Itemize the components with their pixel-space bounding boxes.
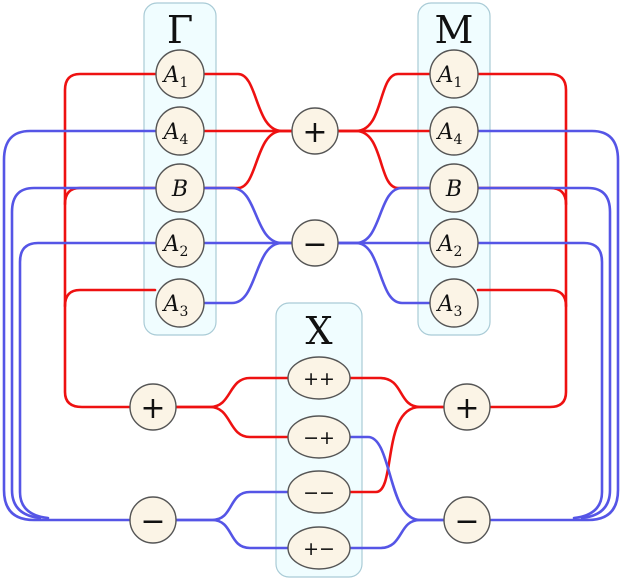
sign-node-left-minus: −	[129, 496, 177, 544]
wire-g-b-left-minus	[10, 186, 157, 520]
svg-text:A1: A1	[162, 63, 189, 91]
gamma-title: Γ	[167, 8, 193, 52]
plus-wires	[63, 72, 568, 494]
svg-text:A3: A3	[162, 292, 189, 320]
wire-top-minus-m-b	[336, 186, 432, 245]
m-title: M	[435, 8, 474, 52]
sign-node-top-plus: +	[291, 107, 339, 155]
m-node-b: B	[429, 163, 479, 213]
wire-g-a4-left-minus	[2, 129, 157, 522]
svg-text:−: −	[140, 504, 165, 539]
svg-text:++: ++	[303, 368, 335, 390]
svg-text:A4: A4	[162, 120, 189, 148]
svg-text:B: B	[171, 177, 188, 202]
x-node-pp: ++	[287, 356, 351, 400]
svg-text:B: B	[445, 177, 462, 202]
m-node-a2: A2	[429, 218, 479, 268]
wire-g-a3-left-plus	[63, 288, 157, 308]
x-node-mm: −−	[287, 470, 351, 514]
wire-g-a2-left-minus	[18, 241, 157, 520]
wire-g-a1-top-plus	[203, 72, 294, 133]
wire-top-plus-m-a1	[334, 72, 432, 133]
svg-text:A2: A2	[162, 232, 189, 260]
sign-node-left-plus: +	[129, 383, 177, 431]
sign-node-top-minus: −	[291, 219, 339, 267]
wire-m-a2-right-minus	[476, 241, 604, 520]
gamma-node-a1: A1	[155, 49, 205, 99]
svg-text:+−: +−	[303, 538, 335, 560]
gamma-node-b: B	[155, 163, 205, 213]
svg-text:−+: −+	[303, 427, 335, 449]
wire-left-plus-x-mp	[174, 405, 290, 439]
wire-m-a3-right-plus	[476, 288, 568, 308]
wire-x-pm-right-minus	[348, 518, 446, 550]
m-node-a1: A1	[429, 49, 479, 99]
wire-g-b-top-minus	[203, 186, 294, 245]
wire-m-a1-right-plus	[476, 72, 568, 409]
svg-text:−: −	[302, 227, 327, 262]
svg-text:A3: A3	[436, 292, 463, 320]
wire-g-b-top-plus	[203, 129, 294, 190]
m-node-a3: A3	[429, 278, 479, 328]
sign-node-right-plus: +	[443, 383, 491, 431]
wire-x-pp-right-plus	[348, 376, 446, 409]
wire-m-b-right-minus	[476, 186, 612, 520]
wire-left-minus-x-mm	[174, 490, 290, 522]
wire-g-a3-top-minus	[203, 241, 294, 305]
wire-g-b-left-plus	[63, 186, 157, 206]
wire-x-mp-right-minus	[348, 435, 446, 522]
svg-text:A2: A2	[436, 232, 463, 260]
wire-g-a1-left-plus	[63, 72, 157, 409]
sign-node-right-minus: −	[443, 496, 491, 544]
x-node-pm: +−	[287, 526, 351, 570]
svg-text:+: +	[140, 391, 165, 426]
svg-text:A1: A1	[436, 63, 463, 91]
wire-top-plus-m-b	[334, 129, 432, 190]
svg-text:+: +	[454, 391, 479, 426]
minus-wires	[2, 129, 620, 550]
wire-left-minus-x-pm	[174, 518, 290, 550]
wire-left-plus-x-pp	[174, 376, 290, 409]
wire-m-a4-right-minus	[476, 129, 620, 522]
svg-text:−: −	[454, 504, 479, 539]
m-node-a4: A4	[429, 106, 479, 156]
x-title: X	[305, 309, 332, 353]
wire-top-minus-m-a3	[336, 241, 432, 305]
svg-text:+: +	[302, 115, 327, 150]
wire-m-b-right-plus	[476, 186, 568, 206]
wire-x-mm-right-plus	[348, 405, 446, 494]
x-node-mp: −+	[287, 415, 351, 459]
gamma-node-a3: A3	[155, 278, 205, 328]
svg-text:A4: A4	[436, 120, 463, 148]
gamma-node-a4: A4	[155, 106, 205, 156]
gamma-node-a2: A2	[155, 218, 205, 268]
svg-text:−−: −−	[303, 482, 335, 504]
